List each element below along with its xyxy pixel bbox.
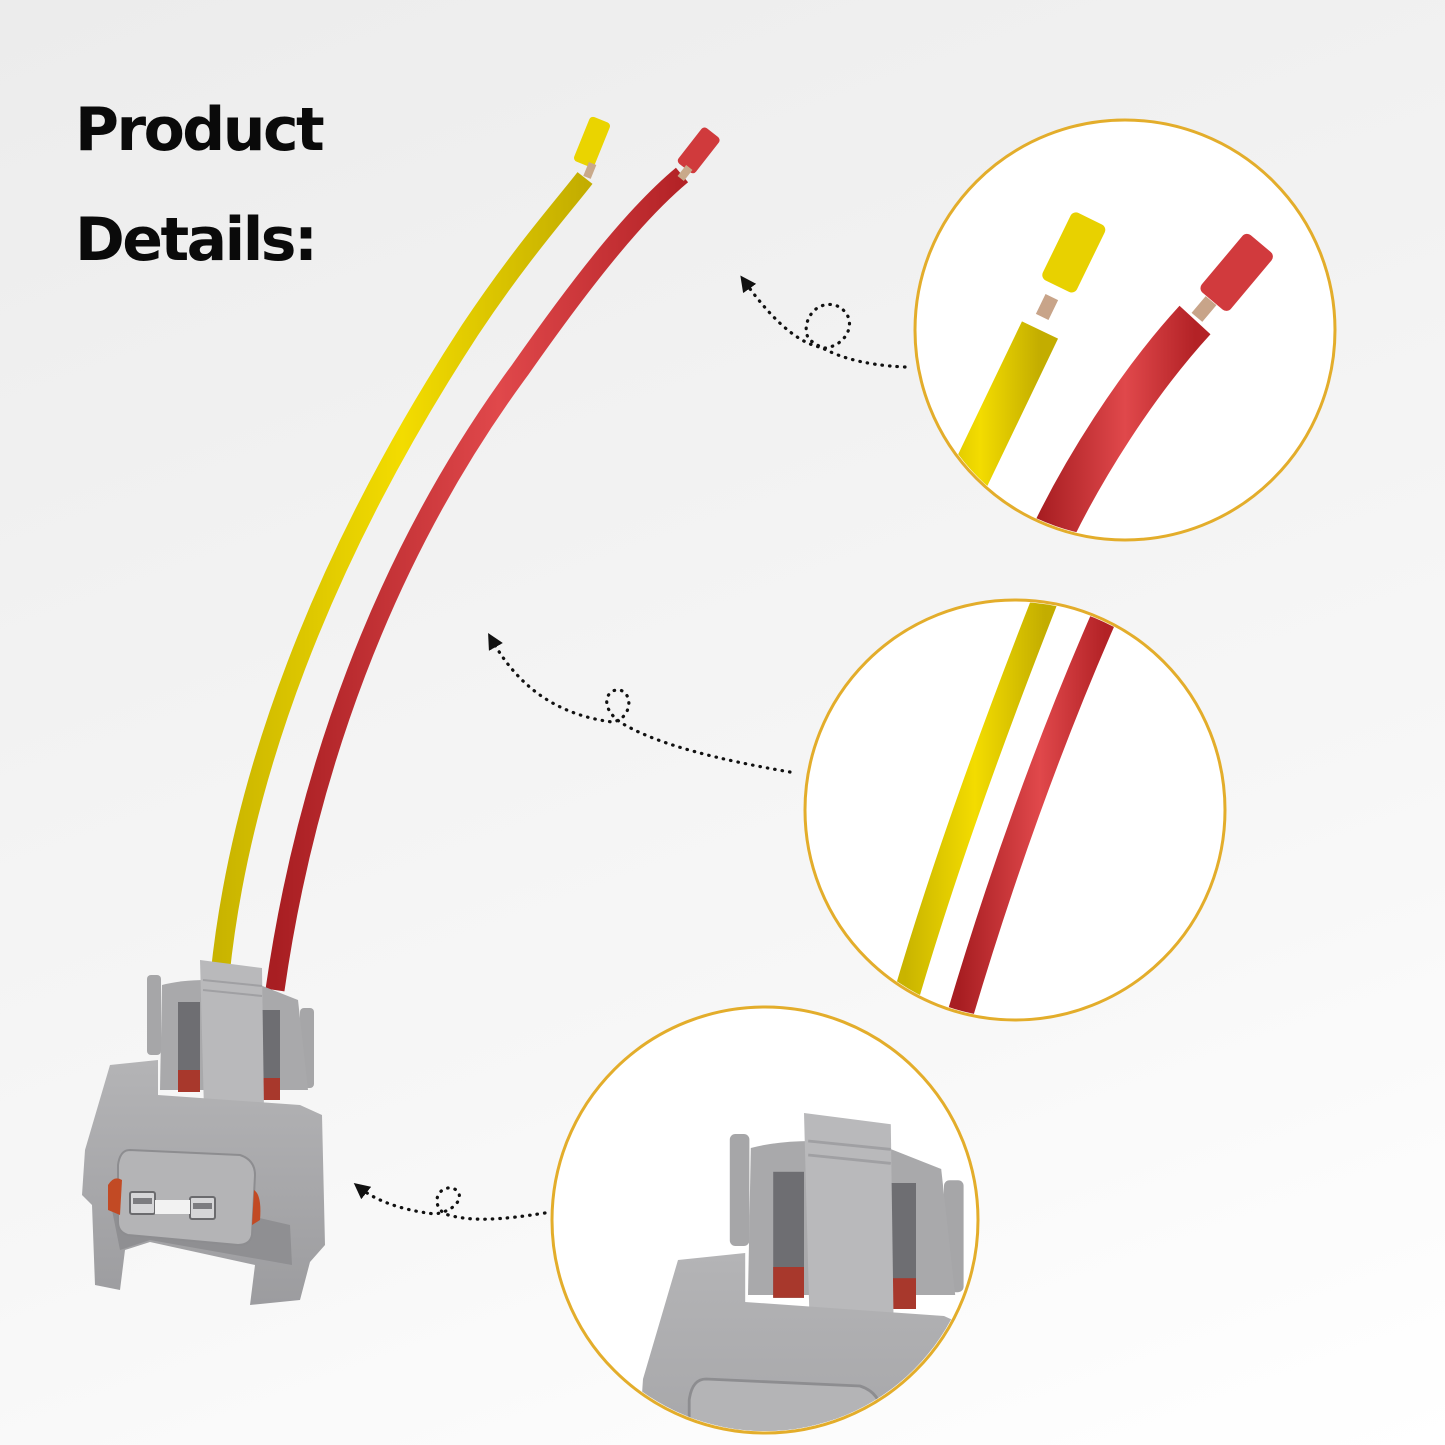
arrow-to-wire-body <box>488 633 792 774</box>
zoom-yellow-wire <box>892 602 1058 1004</box>
yellow-wire-cut-end <box>574 116 610 168</box>
arrow-to-wire-ends <box>740 275 907 369</box>
heading-product: Product <box>75 95 325 165</box>
callout-arrows <box>353 275 907 1221</box>
main-wires <box>210 116 720 992</box>
zoom-red-wire <box>947 609 1117 1018</box>
callout-circle-wire-ends <box>913 118 1337 542</box>
zoom-red-cut-end <box>1200 233 1273 311</box>
red-wire-cut-end <box>677 127 720 174</box>
callout-circle-wire-body <box>803 598 1227 1022</box>
callout-circle-connector <box>550 1005 980 1435</box>
red-wire <box>265 167 689 992</box>
main-connector <box>81 959 326 1306</box>
arrow-to-connector <box>353 1183 547 1221</box>
zoom-yellow-cut-end <box>1042 212 1106 293</box>
yellow-wire <box>210 172 593 976</box>
heading-details: Details: <box>75 205 318 275</box>
